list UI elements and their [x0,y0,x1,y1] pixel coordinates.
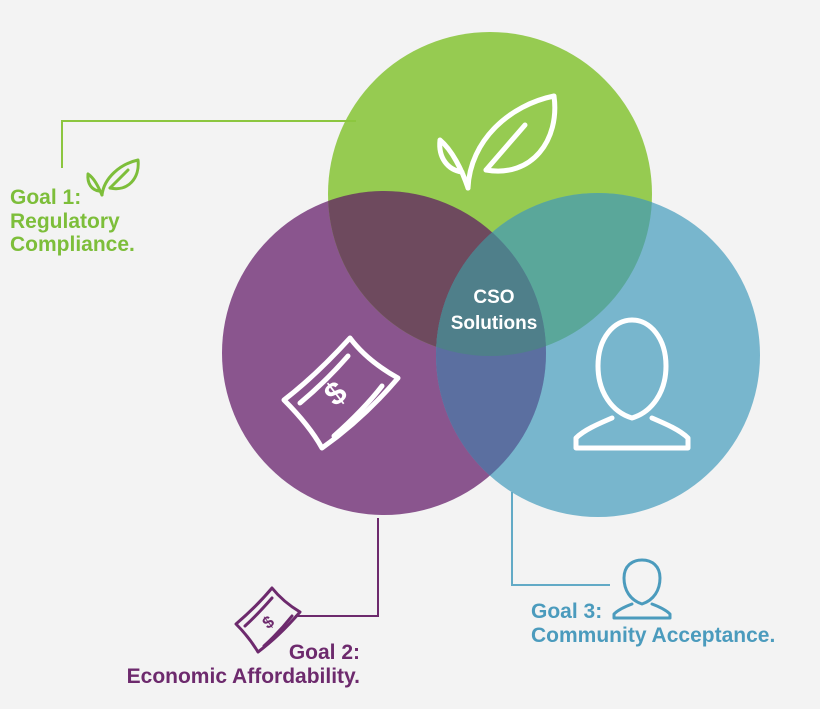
center-label: CSO Solutions [430,285,558,336]
money-icon: $ [281,335,401,451]
goal2-subtitle: Economic Affordability. [126,664,360,688]
goal1-label: Goal 1: Regulatory Compliance. [10,186,135,257]
svg-text:$: $ [259,612,279,633]
goal1-subtitle-line2: Compliance. [10,233,135,257]
goal3-subtitle: Community Acceptance. [531,623,776,647]
goal1-leaf-icon [86,158,140,197]
goal2-connector-line [295,518,379,617]
goal1-subtitle-line1: Regulatory [10,209,120,233]
overlap-center [436,193,546,356]
goal1-connector-line [61,120,356,168]
goal2-title: Goal 2: [288,641,360,664]
person-icon [573,317,691,451]
leaf-icon [437,93,558,191]
center-label-line2: Solutions [450,312,538,334]
center-label-line1: CSO [473,287,515,308]
goal2-label: Goal 2: Economic Affordability. [88,641,360,688]
goal3-connector-line [511,492,610,586]
goal3-person-icon [612,558,672,620]
goal1-title: Goal 1: [10,186,82,209]
goal3-title: Goal 3: [531,600,603,623]
goal3-label: Goal 3: Community Acceptance. [531,600,775,647]
